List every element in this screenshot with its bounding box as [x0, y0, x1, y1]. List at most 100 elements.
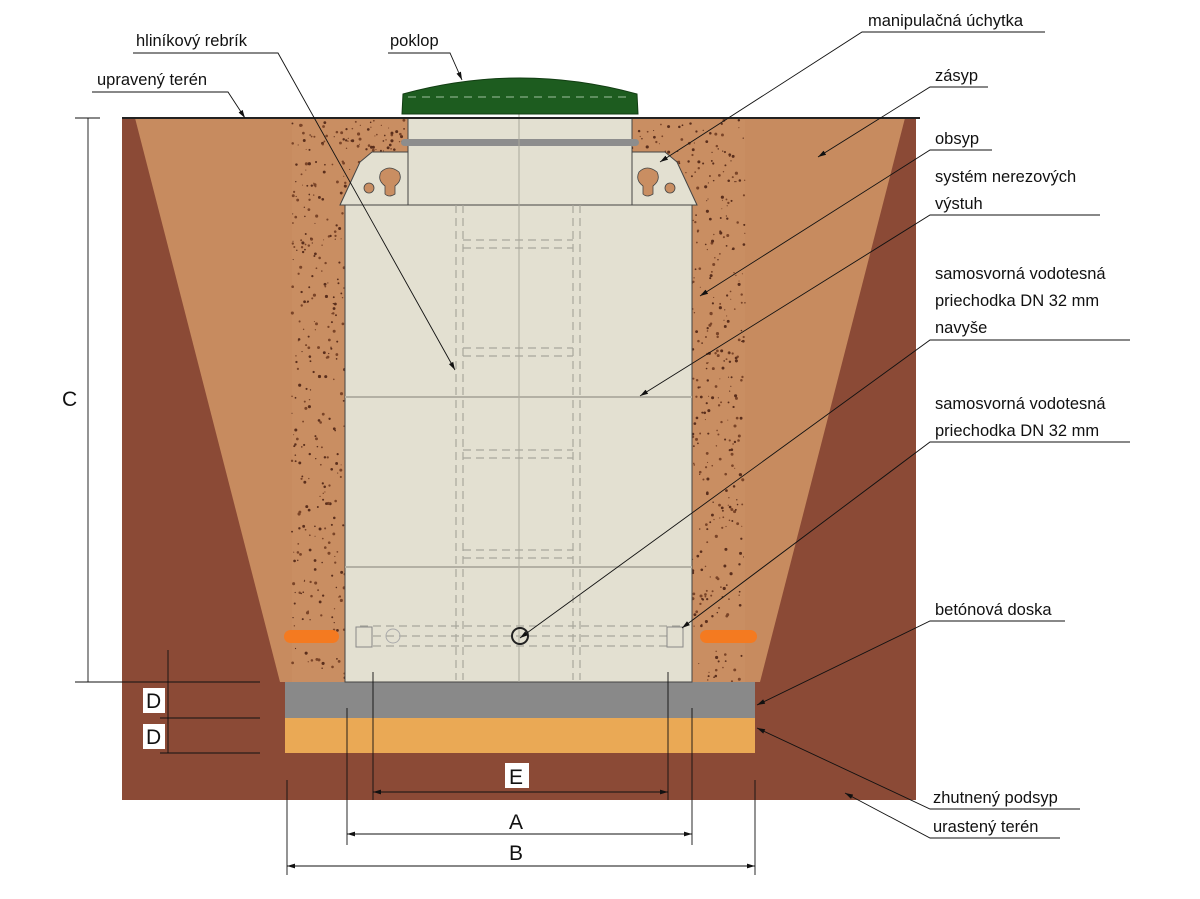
- gravel-speckle: [735, 416, 739, 420]
- pipe-right: [700, 630, 757, 643]
- gravel-speckle: [293, 559, 296, 563]
- gravel-speckle: [370, 126, 372, 128]
- gravel-speckle: [730, 376, 733, 379]
- gravel-speckle: [695, 437, 699, 441]
- gravel-speckle: [716, 429, 718, 432]
- gravel-speckle: [308, 398, 311, 401]
- gravel-speckle: [331, 616, 334, 619]
- gravel-speckle: [323, 239, 325, 241]
- gravel-speckle: [336, 550, 339, 553]
- gravel-speckle: [310, 135, 313, 138]
- gravel-speckle: [302, 139, 306, 142]
- gravel-speckle: [382, 150, 384, 152]
- gravel-speckle: [689, 122, 692, 125]
- gravel-speckle: [304, 215, 306, 218]
- gravel-speckle: [333, 302, 337, 306]
- gravel-speckle: [318, 600, 322, 604]
- gravel-speckle: [729, 290, 732, 293]
- gravel-speckle: [730, 160, 732, 162]
- gravel-speckle: [291, 395, 293, 398]
- gravel-speckle: [334, 238, 336, 240]
- gravel-speckle: [705, 209, 709, 213]
- gravel-speckle: [721, 509, 724, 512]
- gravel-speckle: [298, 383, 302, 387]
- extra-grommet: [511, 627, 529, 645]
- gravel-speckle: [706, 330, 709, 332]
- gravel-speckle: [730, 448, 734, 452]
- gravel-speckle: [738, 603, 742, 607]
- gravel-speckle: [330, 321, 333, 324]
- gravel-speckle: [725, 358, 728, 361]
- label-priechodka-1: samosvorná vodotesná: [935, 395, 1106, 413]
- gravel-speckle: [291, 194, 295, 198]
- gravel-speckle: [311, 242, 313, 244]
- gravel-speckle: [301, 618, 304, 621]
- gravel-speckle: [734, 394, 738, 398]
- gravel-speckle: [309, 619, 311, 621]
- gravel-speckle: [292, 222, 294, 224]
- gravel-speckle: [720, 506, 724, 510]
- gravel-speckle: [720, 586, 722, 588]
- gravel-speckle: [692, 219, 694, 222]
- gravel-speckle: [740, 301, 743, 304]
- gravel-speckle: [336, 629, 339, 632]
- gravel-speckle: [300, 304, 303, 307]
- gravel-speckle: [726, 315, 728, 317]
- gravel-speckle: [737, 439, 740, 442]
- gravel-speckle: [687, 160, 690, 163]
- gravel-speckle: [653, 135, 656, 139]
- gravel-speckle: [330, 467, 334, 471]
- gravel-speckle: [730, 385, 732, 387]
- gravel-speckle: [719, 217, 722, 219]
- gravel-speckle: [645, 145, 649, 149]
- gravel-speckle: [658, 143, 660, 145]
- gravel-speckle: [705, 523, 708, 526]
- gravel-speckle: [680, 138, 684, 141]
- gravel-speckle: [327, 235, 331, 238]
- gravel-speckle: [694, 220, 697, 224]
- gravel-speckle: [386, 146, 390, 150]
- gravel-speckle: [722, 171, 725, 173]
- gravel-speckle: [298, 461, 302, 465]
- gravel-speckle: [653, 129, 655, 132]
- gravel-speckle: [308, 355, 311, 358]
- label-upraveny-teren: upravený terén: [97, 71, 207, 89]
- gravel-speckle: [328, 484, 331, 487]
- gravel-speckle: [716, 611, 719, 614]
- gravel-speckle: [711, 615, 714, 618]
- gravel-speckle: [729, 390, 731, 392]
- gravel-speckle: [737, 282, 741, 286]
- gravel-speckle: [726, 217, 729, 220]
- gravel-speckle: [309, 134, 311, 136]
- gravel-speckle: [681, 124, 684, 127]
- gravel-speckle: [734, 181, 736, 183]
- gravel-speckle: [742, 194, 746, 197]
- gravel-speckle: [303, 206, 306, 208]
- gravel-speckle: [293, 434, 295, 436]
- gravel-speckle: [324, 285, 327, 288]
- gravel-speckle: [306, 184, 309, 187]
- gravel-speckle: [724, 472, 728, 476]
- gravel-speckle: [293, 245, 296, 248]
- gravel-speckle: [328, 417, 331, 420]
- gravel-speckle: [702, 129, 704, 131]
- gravel-speckle: [359, 143, 361, 145]
- gravel-speckle: [717, 433, 720, 436]
- gravel-speckle: [704, 419, 706, 421]
- gravel-speckle: [700, 624, 703, 628]
- gravel-speckle: [292, 190, 296, 194]
- gravel-speckle: [709, 131, 712, 135]
- gravel-speckle: [317, 419, 321, 422]
- gravel-speckle: [323, 140, 326, 143]
- dim-d1-label: D: [146, 690, 161, 713]
- gravel-speckle: [309, 360, 312, 363]
- gravel-speckle: [325, 502, 328, 505]
- gravel-speckle: [335, 130, 339, 134]
- gravel-speckle: [292, 258, 294, 261]
- gravel-speckle: [743, 179, 746, 181]
- gravel-speckle: [317, 589, 320, 592]
- gravel-speckle: [307, 244, 311, 247]
- gravel-speckle: [309, 580, 312, 584]
- gravel-speckle: [730, 452, 734, 456]
- gravel-speckle: [742, 243, 746, 246]
